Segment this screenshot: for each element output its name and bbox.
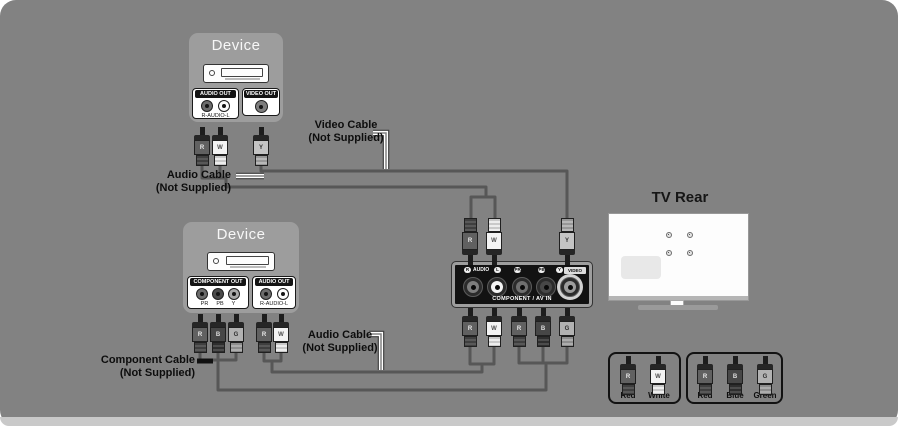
- audio-cable-bottom-path: [262, 347, 496, 374]
- component-pr-jack-icon: [196, 288, 208, 300]
- pr-mini-label: PR: [514, 267, 522, 273]
- audio-out-port-top: AUDIO OUT R-AUDIO-L: [192, 88, 239, 119]
- panel-caption: COMPONENT / AV IN: [492, 296, 552, 302]
- panel-jack-audio-r-icon: [463, 277, 483, 297]
- rca-plug-green: G: [558, 308, 576, 347]
- screw-icon: [666, 250, 672, 256]
- component-cable-path: [198, 347, 569, 392]
- device-box-top: Device AUDIO OUT R-AUDIO-L VIDEO OUT: [189, 33, 283, 122]
- video-label-pointer: [373, 129, 390, 169]
- legend-audio-cable: R W Red White: [608, 352, 681, 404]
- component-y-jack-icon: [228, 288, 240, 300]
- rca-plug-red: R: [191, 314, 209, 353]
- disc-tray-icon: [226, 256, 269, 265]
- screw-icon: [687, 232, 693, 238]
- rca-plug-white: W: [485, 308, 503, 347]
- tv-rear-illustration: [608, 213, 749, 301]
- device-top-title: Device: [211, 37, 261, 54]
- legend-label-blue: Blue: [726, 391, 744, 400]
- audio-out-label: AUDIO OUT: [194, 90, 237, 98]
- rca-plug-red: R: [510, 308, 528, 347]
- legend-label-red: Red: [620, 391, 636, 400]
- video-highlight-label: VIDEO: [564, 267, 586, 274]
- rca-plug-white: W: [211, 127, 229, 166]
- video-out-port: VIDEO OUT: [242, 88, 280, 116]
- panel-jack-pr-icon: [512, 277, 532, 297]
- rca-plug-white: W: [485, 218, 503, 265]
- audio-cable-bottom-label: Audio Cable (Not Supplied): [302, 329, 378, 354]
- screw-icon: [687, 250, 693, 256]
- audio-r-jack-icon: [201, 100, 213, 112]
- component-av-in-panel: R AUDIO L PR PB Y VIDEO COMPONENT / AV I…: [451, 261, 593, 308]
- audio-out-sub-label: R-AUDIO-L: [259, 301, 289, 307]
- video-cable-path: [259, 165, 569, 218]
- legend-component-cable: R B G Red Blue Green: [686, 352, 783, 404]
- pb-mini-label: PB: [538, 267, 546, 273]
- audio-out-sub-label: R-AUDIO-L: [201, 113, 230, 119]
- screw-icon: [666, 232, 672, 238]
- audio-l-jack-icon: [276, 288, 289, 300]
- panel-jack-labels: R AUDIO L PR PB Y VIDEO: [455, 267, 589, 275]
- rca-plug-blue: B: [209, 314, 227, 353]
- audio-cable-top-path: [200, 165, 497, 218]
- device-box-bottom: Device COMPONENT OUT PR PB Y AUDIO OUT: [183, 222, 299, 313]
- bottom-strip: [0, 417, 898, 426]
- rca-plug-green: G: [756, 356, 774, 395]
- tv-rear-title: TV Rear: [651, 189, 709, 206]
- rca-plug-white: W: [272, 314, 290, 353]
- rca-plug-red: R: [461, 308, 479, 347]
- video-out-label: VIDEO OUT: [244, 90, 278, 98]
- panel-jack-audio-l-icon: [487, 277, 507, 297]
- video-cable-label: Video Cable (Not Supplied): [308, 119, 384, 144]
- rca-plug-red: R: [255, 314, 273, 353]
- audio-l-mini-label: L: [494, 267, 501, 273]
- rca-plug-green: G: [227, 314, 245, 353]
- rca-plug-red: R: [461, 218, 479, 265]
- audio-bottom-label-pointer: [369, 330, 385, 370]
- audio-text-label: AUDIO: [473, 267, 490, 273]
- y-mini-label: Y: [556, 267, 563, 273]
- rca-plug-red: R: [619, 356, 637, 395]
- audio-out-label: AUDIO OUT: [254, 278, 294, 286]
- power-led-icon: [213, 258, 219, 264]
- rca-plug-blue: B: [534, 308, 552, 347]
- component-pb-jack-icon: [212, 288, 224, 300]
- panel-jack-pb-icon: [536, 277, 556, 297]
- audio-r-jack-icon: [259, 288, 272, 300]
- panel-jack-y-video-icon: [560, 277, 580, 297]
- device-bottom-title: Device: [216, 226, 266, 243]
- audio-r-mini-label: R: [464, 267, 471, 273]
- audio-out-port-bottom: AUDIO OUT R-AUDIO-L: [252, 276, 296, 309]
- component-out-port: COMPONENT OUT PR PB Y: [187, 276, 249, 309]
- rca-plug-red: R: [193, 127, 211, 166]
- disc-tray-icon: [221, 68, 263, 77]
- audio-l-jack-icon: [218, 100, 230, 112]
- rca-plug-yellow: Y: [558, 218, 576, 265]
- video-jack-icon: [254, 100, 268, 113]
- tv-terminal-panel: [621, 256, 661, 279]
- component-cable-label: Component Cable (Not Supplied): [100, 354, 195, 379]
- dvd-player-icon: [203, 64, 269, 83]
- audio-cable-top-label: Audio Cable (Not Supplied): [155, 169, 231, 194]
- rca-plug-white: W: [649, 356, 667, 395]
- component-jack-labels: PR PB Y: [200, 301, 236, 307]
- legend-label-white: White: [648, 391, 670, 400]
- dvd-player-icon: [207, 252, 275, 271]
- rca-plug-blue: B: [726, 356, 744, 395]
- rca-plug-yellow: Y: [252, 127, 270, 166]
- component-out-label: COMPONENT OUT: [190, 278, 246, 286]
- power-led-icon: [209, 70, 215, 76]
- legend-label-red: Red: [697, 391, 713, 400]
- tv-stand-base: [638, 305, 718, 310]
- rca-plug-red: R: [696, 356, 714, 395]
- legend-label-green: Green: [753, 391, 777, 400]
